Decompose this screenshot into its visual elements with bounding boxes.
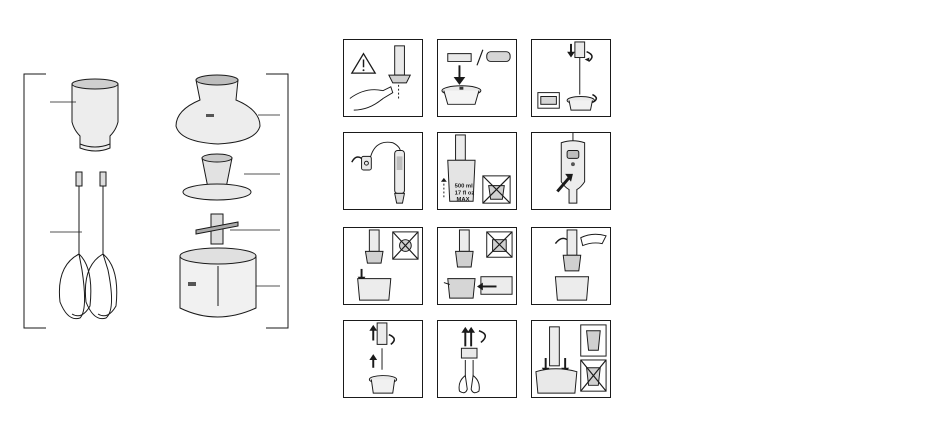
step-panel-3 bbox=[531, 39, 611, 117]
twin-whisk-part bbox=[50, 172, 117, 319]
rotate-arrow-icon bbox=[585, 52, 592, 62]
crossed-out-icon bbox=[581, 360, 606, 391]
step-panel-10 bbox=[343, 320, 423, 398]
volume-ml-label: 500 ml bbox=[455, 184, 474, 190]
arrow-up-icon bbox=[369, 354, 377, 368]
warning-triangle-icon bbox=[352, 54, 375, 73]
volume-oz-label: 17 fl oz bbox=[455, 190, 475, 196]
arrow-down-icon bbox=[454, 65, 466, 84]
right-bracket bbox=[266, 74, 288, 328]
crossed-out-icon bbox=[487, 232, 512, 257]
step-panel-7 bbox=[343, 227, 423, 305]
left-bracket bbox=[24, 74, 46, 328]
step-panel-1 bbox=[343, 39, 423, 117]
chopper-blade-cover-part bbox=[183, 154, 280, 200]
whisk-gearbox-part bbox=[50, 79, 118, 151]
chopper-lid-part bbox=[176, 75, 280, 144]
arrow-up-icon bbox=[461, 327, 475, 346]
rotate-arrow-icon bbox=[479, 331, 485, 343]
arrow-icon bbox=[352, 157, 362, 162]
step-panel-8 bbox=[437, 227, 517, 305]
step-panel-2 bbox=[437, 39, 517, 117]
max-label: MAX bbox=[457, 197, 470, 203]
exploded-parts-diagram bbox=[20, 70, 300, 332]
step-panel-9 bbox=[531, 227, 611, 305]
arrow-down-icon bbox=[567, 44, 575, 58]
chopper-bowl-part bbox=[180, 248, 280, 317]
crossed-out-icon bbox=[483, 176, 510, 203]
crossed-out-icon bbox=[393, 232, 418, 259]
step-panel-12 bbox=[531, 320, 611, 398]
arrow-up-icon bbox=[369, 325, 377, 341]
step-panel-4 bbox=[343, 132, 423, 210]
step-panel-11 bbox=[437, 320, 517, 398]
step-panel-6 bbox=[531, 132, 611, 210]
chopper-blade-part bbox=[196, 214, 280, 244]
step-panel-5: 500 ml 17 fl oz MAX bbox=[437, 132, 517, 210]
arrow-icon bbox=[555, 238, 567, 243]
rotate-arrow-icon bbox=[389, 335, 394, 345]
lid-detail-icon bbox=[581, 325, 606, 356]
